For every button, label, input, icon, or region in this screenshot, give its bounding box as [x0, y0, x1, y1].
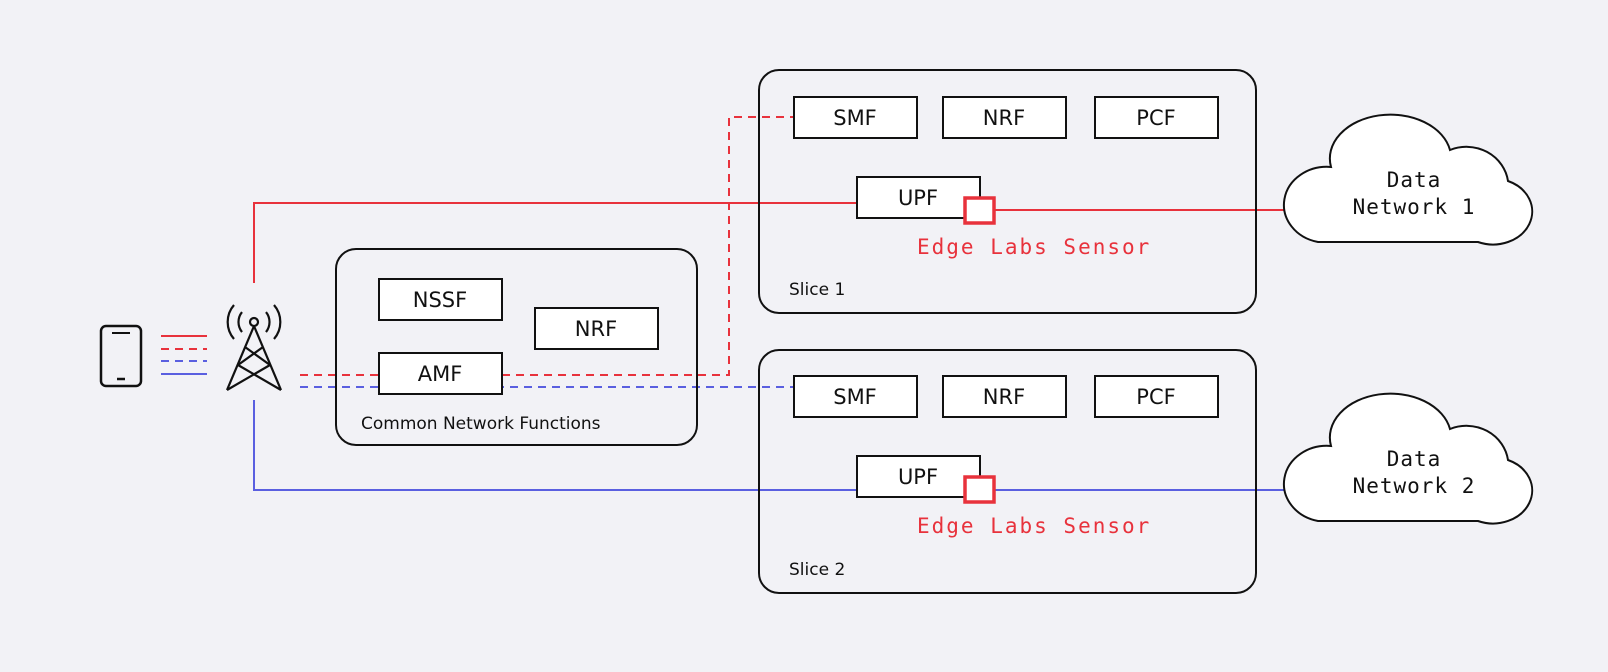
slice1-container — [758, 69, 1257, 314]
common-nrf-label: NRF — [575, 317, 617, 341]
slice1-smf-box — [793, 96, 918, 139]
slice2-pcf-label: PCF — [1136, 385, 1175, 409]
amf-label: AMF — [418, 362, 463, 386]
slice2-user-plane-line — [253, 400, 857, 491]
data-network-2-label-line2: Network 2 — [1353, 474, 1476, 498]
slice1-pcf-label: PCF — [1136, 106, 1175, 130]
slice1-pcf-box — [1094, 96, 1219, 139]
common-network-functions-container — [335, 248, 698, 446]
amf-box — [378, 352, 503, 395]
slice2-nrf-box — [942, 375, 1067, 418]
slice2-upf-label: UPF — [898, 465, 938, 489]
slice2-pcf-box — [1094, 375, 1219, 418]
data-network-1-label-line1: Data — [1387, 168, 1442, 192]
slice1-control-line — [502, 116, 794, 376]
slice2-nrf-label: NRF — [983, 385, 1025, 409]
slice1-sensor-label: Edge Labs Sensor — [917, 235, 1151, 259]
slice1-nrf-box — [942, 96, 1067, 139]
slice2-label: Slice 2 — [789, 560, 845, 580]
cell-tower-icon — [225, 304, 283, 391]
data-network-1-label-line2: Network 1 — [1353, 195, 1476, 219]
slice1-label: Slice 1 — [789, 280, 845, 300]
slice1-sensor-marker — [963, 196, 996, 225]
slice1-user-plane-line — [253, 202, 857, 283]
slice2-sensor-label: Edge Labs Sensor — [917, 514, 1151, 538]
slice1-smf-label: SMF — [833, 106, 877, 130]
common-network-functions-label: Common Network Functions — [361, 414, 601, 434]
common-nrf-box — [534, 307, 659, 350]
slice2-sensor-marker — [963, 475, 996, 504]
slice2-container — [758, 349, 1257, 594]
nssf-box — [378, 278, 503, 321]
data-network-2-cloud — [1282, 392, 1534, 525]
slice1-upf-label: UPF — [898, 186, 938, 210]
data-network-1-cloud — [1282, 113, 1534, 246]
nssf-label: NSSF — [413, 288, 467, 312]
slice2-smf-box — [793, 375, 918, 418]
slice1-nrf-label: NRF — [983, 106, 1025, 130]
smartphone-icon — [99, 324, 143, 388]
data-network-2-label-line1: Data — [1387, 447, 1442, 471]
slice2-smf-label: SMF — [833, 385, 877, 409]
